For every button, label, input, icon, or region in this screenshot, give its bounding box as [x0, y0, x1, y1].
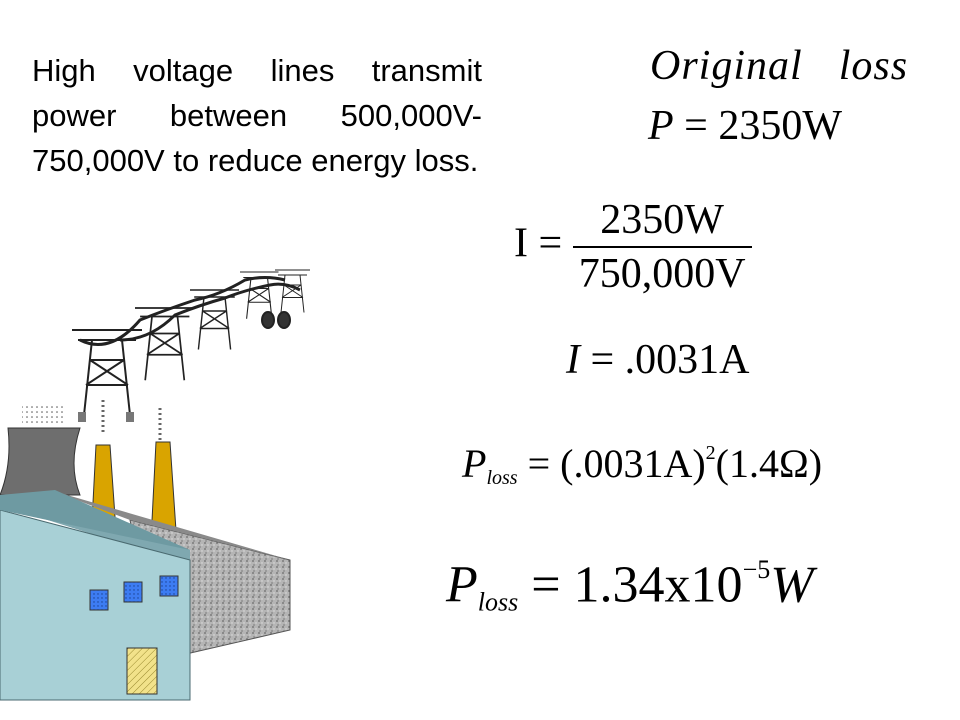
current-symbol: I: [566, 337, 580, 383]
ploss-subscript: loss: [486, 467, 518, 489]
fraction-numerator: 2350W: [572, 196, 752, 248]
current-value-equation: I = .0031A: [566, 336, 750, 384]
current-fraction: 2350W 750,000V: [572, 196, 752, 298]
ploss-tail: (1.4Ω): [715, 441, 823, 486]
power-loss-result: Ploss = 1.34x10−5W: [446, 555, 814, 617]
power-rhs: = 2350W: [684, 103, 842, 149]
loss-word: loss: [838, 43, 909, 89]
original-word: Original: [650, 43, 803, 89]
ploss-base: = (.0031A): [527, 441, 706, 486]
ploss-result-base: = 1.34x10: [531, 556, 743, 614]
power-plant-illustration: [0, 269, 310, 701]
ploss-result-symbol: P: [446, 556, 478, 614]
intro-paragraph: High voltage lines transmit power betwee…: [32, 53, 482, 178]
power-loss-formula: Ploss = (.0031A)2(1.4Ω): [462, 440, 822, 490]
fraction-denominator: 750,000V: [578, 251, 746, 297]
current-lhs: I =: [514, 220, 563, 267]
ploss-symbol: P: [462, 441, 487, 486]
ploss-result-subscript: loss: [477, 587, 519, 617]
transmission-tower-icon: [72, 269, 310, 422]
ploss-result-unit: W: [770, 556, 814, 614]
original-loss-heading: Original loss: [650, 42, 908, 90]
current-fraction-equation: I = 2350W 750,000V: [514, 196, 752, 298]
ploss-result-exponent: −5: [742, 555, 771, 584]
power-symbol: P: [648, 103, 674, 149]
ploss-exponent: 2: [705, 442, 716, 464]
power-equation: P = 2350W: [648, 102, 842, 150]
current-value-rhs: = .0031A: [590, 337, 750, 383]
